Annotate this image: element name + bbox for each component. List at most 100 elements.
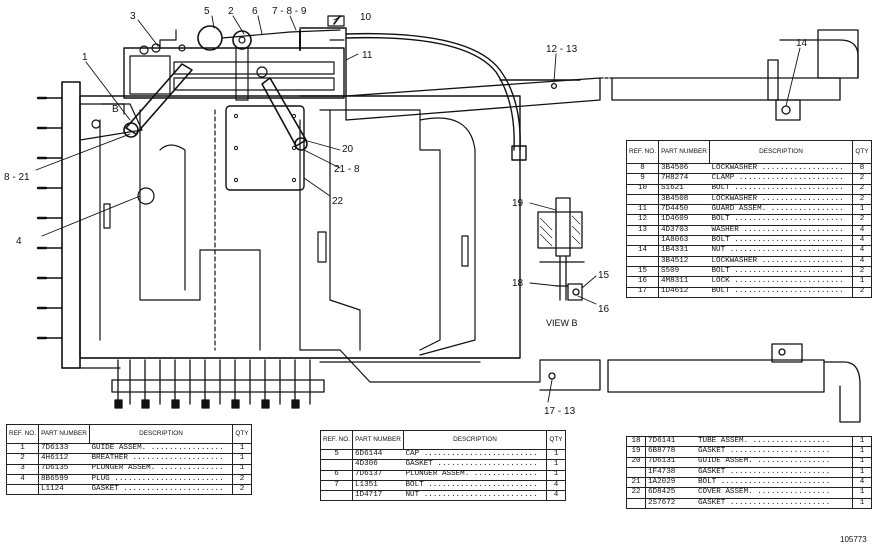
callout-22: 22 xyxy=(332,196,344,207)
description-cell: COVER ASSEM. ................ xyxy=(696,487,853,499)
qty-cell: 8 xyxy=(852,162,872,175)
ref-no-cell: 4 xyxy=(6,473,39,486)
callout-3: 3 xyxy=(130,11,136,22)
callout-19: 19 xyxy=(512,198,524,209)
description-cell: BOLT ........................ xyxy=(709,183,853,195)
header-part-number: PART NUMBER xyxy=(658,140,710,164)
description-cell: NUT ......................... xyxy=(403,490,547,502)
ref-no-cell: 12 xyxy=(626,214,659,226)
qty-cell: 2 xyxy=(852,173,872,185)
ref-no-cell: 10 xyxy=(626,183,659,195)
callout-6: 6 xyxy=(252,6,258,17)
parts-table-left: REF. NO. PART NUMBER DESCRIPTION QTY 1 7D… xyxy=(6,424,252,496)
qty-cell: 4 xyxy=(852,245,872,257)
table-header-row: REF. NO. PART NUMBER DESCRIPTION QTY xyxy=(6,424,252,444)
callout-5: 5 xyxy=(204,6,210,17)
qty-cell: 4 xyxy=(546,490,566,502)
header-description: DESCRIPTION xyxy=(89,424,233,444)
bottom-bolt-row xyxy=(111,359,325,409)
ref-no-cell xyxy=(626,497,646,510)
description-cell: GASKET ...................... xyxy=(403,459,547,471)
callout-labels: 1 2 3 4 5 6 7 - 8 - 9 10 11 12 - 13 14 1… xyxy=(4,6,867,544)
callout-12-13: 12 - 13 xyxy=(546,44,578,55)
callout-14: 14 xyxy=(796,38,808,49)
description-cell: GASKET ...................... xyxy=(696,446,853,458)
callout-15: 15 xyxy=(598,270,610,281)
ref-no-cell: 16 xyxy=(626,276,659,288)
part-number-cell: 4M8311 xyxy=(658,276,710,288)
header-qty: QTY xyxy=(546,430,566,450)
header-part-number: PART NUMBER xyxy=(352,430,404,450)
part-number-cell: S509 xyxy=(658,265,710,278)
header-description: DESCRIPTION xyxy=(403,430,547,450)
ref-no-cell xyxy=(320,490,353,502)
part-number-cell: 1B4331 xyxy=(658,245,710,257)
description-cell: GASKET ...................... xyxy=(696,497,853,510)
view-b-detail xyxy=(537,197,585,301)
figure-id: 105773 xyxy=(840,535,867,544)
description-cell: BOLT ........................ xyxy=(709,235,853,247)
header-ref-no: REF. NO. xyxy=(626,140,659,164)
description-cell: BOLT ........................ xyxy=(709,214,853,226)
description-cell: LOCKWASHER .................. xyxy=(709,255,853,267)
callout-2: 2 xyxy=(228,6,234,17)
ref-no-cell xyxy=(626,255,659,267)
part-number-cell: 4H6112 xyxy=(38,453,90,465)
description-cell: GASKET ...................... xyxy=(89,484,233,496)
qty-cell: 1 xyxy=(852,204,872,216)
qty-cell: 2 xyxy=(232,484,252,496)
transmission-housing xyxy=(36,81,541,383)
description-cell: LOCKWASHER .................. xyxy=(709,193,853,206)
description-cell: BOLT ........................ xyxy=(709,286,853,298)
description-cell: NUT ......................... xyxy=(709,245,853,257)
description-cell: BOLT ........................ xyxy=(709,265,853,278)
leader-lines xyxy=(35,15,801,403)
ref-no-cell: 7 xyxy=(320,479,353,492)
ref-no-cell: 17 xyxy=(626,286,659,298)
ref-no-cell: 5 xyxy=(320,448,353,461)
ref-no-cell: 11 xyxy=(626,204,659,216)
description-cell: GUIDE ASSEM. ................ xyxy=(696,456,853,468)
qty-cell: 4 xyxy=(852,235,872,247)
header-part-number: PART NUMBER xyxy=(38,424,90,444)
description-cell: BOLT ........................ xyxy=(403,479,547,492)
description-cell: BOLT ........................ xyxy=(696,477,853,489)
ref-no-cell: 6 xyxy=(320,469,353,481)
ref-no-cell xyxy=(626,193,659,206)
description-cell: CAP ......................... xyxy=(403,448,547,461)
ref-no-cell: 13 xyxy=(626,224,659,237)
callout-8-21: 8 - 21 xyxy=(4,172,30,183)
part-number-cell: 1D4612 xyxy=(658,286,710,298)
table-header-row: REF. NO. PART NUMBER DESCRIPTION QTY xyxy=(320,430,566,450)
ref-no-cell: 1 xyxy=(6,442,39,455)
header-qty: QTY xyxy=(852,140,872,164)
callout-4: 4 xyxy=(16,236,22,247)
qty-cell: 1 xyxy=(546,459,566,471)
part-number-cell: 3B4506 xyxy=(658,162,710,175)
ref-no-cell xyxy=(626,235,659,247)
part-number-cell: 1F4738 xyxy=(645,466,696,479)
qty-cell: 2 xyxy=(852,193,872,206)
callout-7-8-9: 7 - 8 - 9 xyxy=(272,6,307,17)
qty-cell: 2 xyxy=(852,183,872,195)
qty-cell: 1 xyxy=(852,497,872,510)
qty-cell: 1 xyxy=(546,469,566,481)
part-number-cell: 7D6141 xyxy=(645,435,696,448)
qty-cell: 1 xyxy=(232,453,252,465)
part-number-cell: 7D6135 xyxy=(38,463,90,475)
view-b-label: VIEW B xyxy=(546,318,578,328)
